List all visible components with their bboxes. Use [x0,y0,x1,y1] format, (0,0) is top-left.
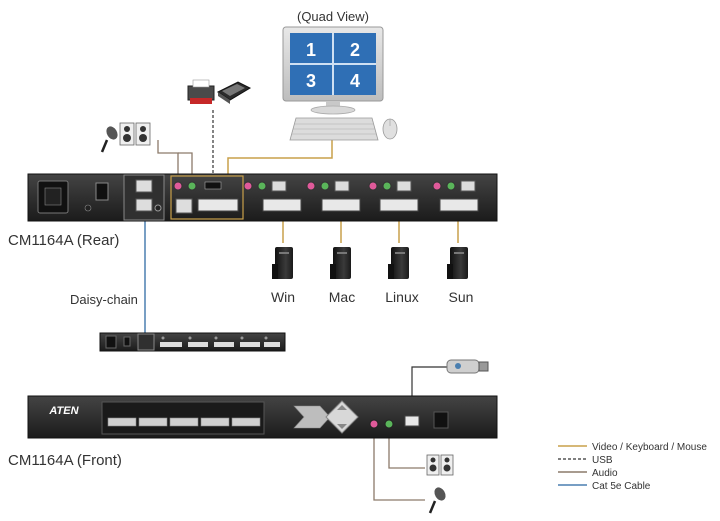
keyboard-icon [289,117,379,141]
legend-label-video: Video / Keyboard / Mouse [592,442,707,453]
legend-label-cat5e: Cat 5e Cable [592,481,651,492]
pc-tower-icon [330,247,351,279]
kvm-front-panel: ATEN [27,395,498,439]
pc-tower-icon [388,247,409,279]
computer-label-sun: Sun [449,289,474,305]
pc-tower-icon [272,247,293,279]
port-group-4 [432,180,479,212]
rear-label: CM1164A (Rear) [8,232,119,249]
scanner-icon [217,81,252,104]
microphone-icon [428,487,446,514]
screen-number-3: 3 [306,71,316,91]
speakers-icon [119,122,151,146]
usb-flash-drive-icon [446,359,489,374]
front-audio-line-mic [373,428,425,501]
computer-label-win: Win [271,289,295,305]
audio-line-speakers [178,152,193,180]
kvm-rear-panel [27,173,498,222]
screen-number-2: 2 [350,40,360,60]
printer-icon [187,79,215,104]
computer-label-linux: Linux [385,289,418,305]
pc-tower-icon [447,247,468,279]
connection-lines [144,110,459,501]
daisy-chained-kvm [99,332,286,352]
mouse-icon [382,118,398,140]
aten-logo: ATEN [48,405,79,417]
screen-number-1: 1 [306,40,316,60]
microphone-icon [100,126,118,153]
audio-line-mic [157,140,179,180]
legend-label-usb: USB [592,455,613,466]
daisy-chain-label: Daisy-chain [70,292,138,307]
quad-view-label: (Quad View) [297,9,369,24]
port-group-1 [243,180,302,212]
port-group-2 [306,180,361,212]
front-label: CM1164A (Front) [8,452,122,469]
front-audio-line-speakers [388,428,425,469]
monitor-icon: 1 2 3 4 [282,26,384,115]
computer-label-mac: Mac [329,289,355,305]
legend-label-audio: Audio [592,468,618,479]
legend: Video / Keyboard / Mouse USB Audio Cat 5… [558,442,707,492]
port-group-3 [368,180,419,212]
screen-number-4: 4 [350,71,360,91]
speakers-icon [426,454,454,476]
